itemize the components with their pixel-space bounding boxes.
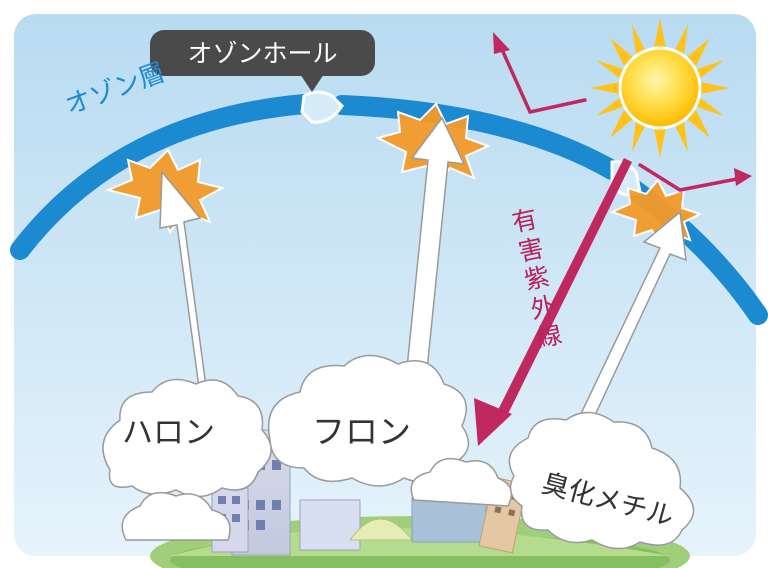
halon-label: ハロン bbox=[122, 415, 215, 451]
harmful-uv-arrow bbox=[474, 158, 632, 446]
dome-building bbox=[349, 518, 414, 541]
freon-cloud bbox=[267, 354, 470, 487]
left-small-cloud bbox=[121, 491, 231, 541]
methyl-arrow bbox=[577, 210, 687, 428]
reflected-uv-rays bbox=[498, 43, 744, 192]
halon-arrow bbox=[159, 170, 208, 396]
reflected-uv-arrowheads bbox=[493, 32, 752, 186]
wide-building bbox=[411, 497, 487, 543]
ozone-hole-callout: オゾンホール bbox=[150, 30, 375, 92]
gas-arrows bbox=[159, 116, 687, 428]
ozone-hole-center bbox=[300, 90, 344, 124]
clouds bbox=[102, 354, 695, 550]
ozone-hole-label: オゾンホール bbox=[187, 38, 338, 68]
office-building bbox=[299, 499, 361, 551]
right-small-cloud bbox=[410, 457, 513, 507]
ozone-layer-segment-left bbox=[10, 94, 315, 260]
ozone-layer-segment-middle bbox=[332, 95, 622, 180]
freon-label: フロン bbox=[312, 412, 411, 451]
methyl-cloud bbox=[508, 411, 695, 550]
freon-arrow bbox=[405, 116, 466, 381]
sun-icon bbox=[590, 18, 730, 158]
